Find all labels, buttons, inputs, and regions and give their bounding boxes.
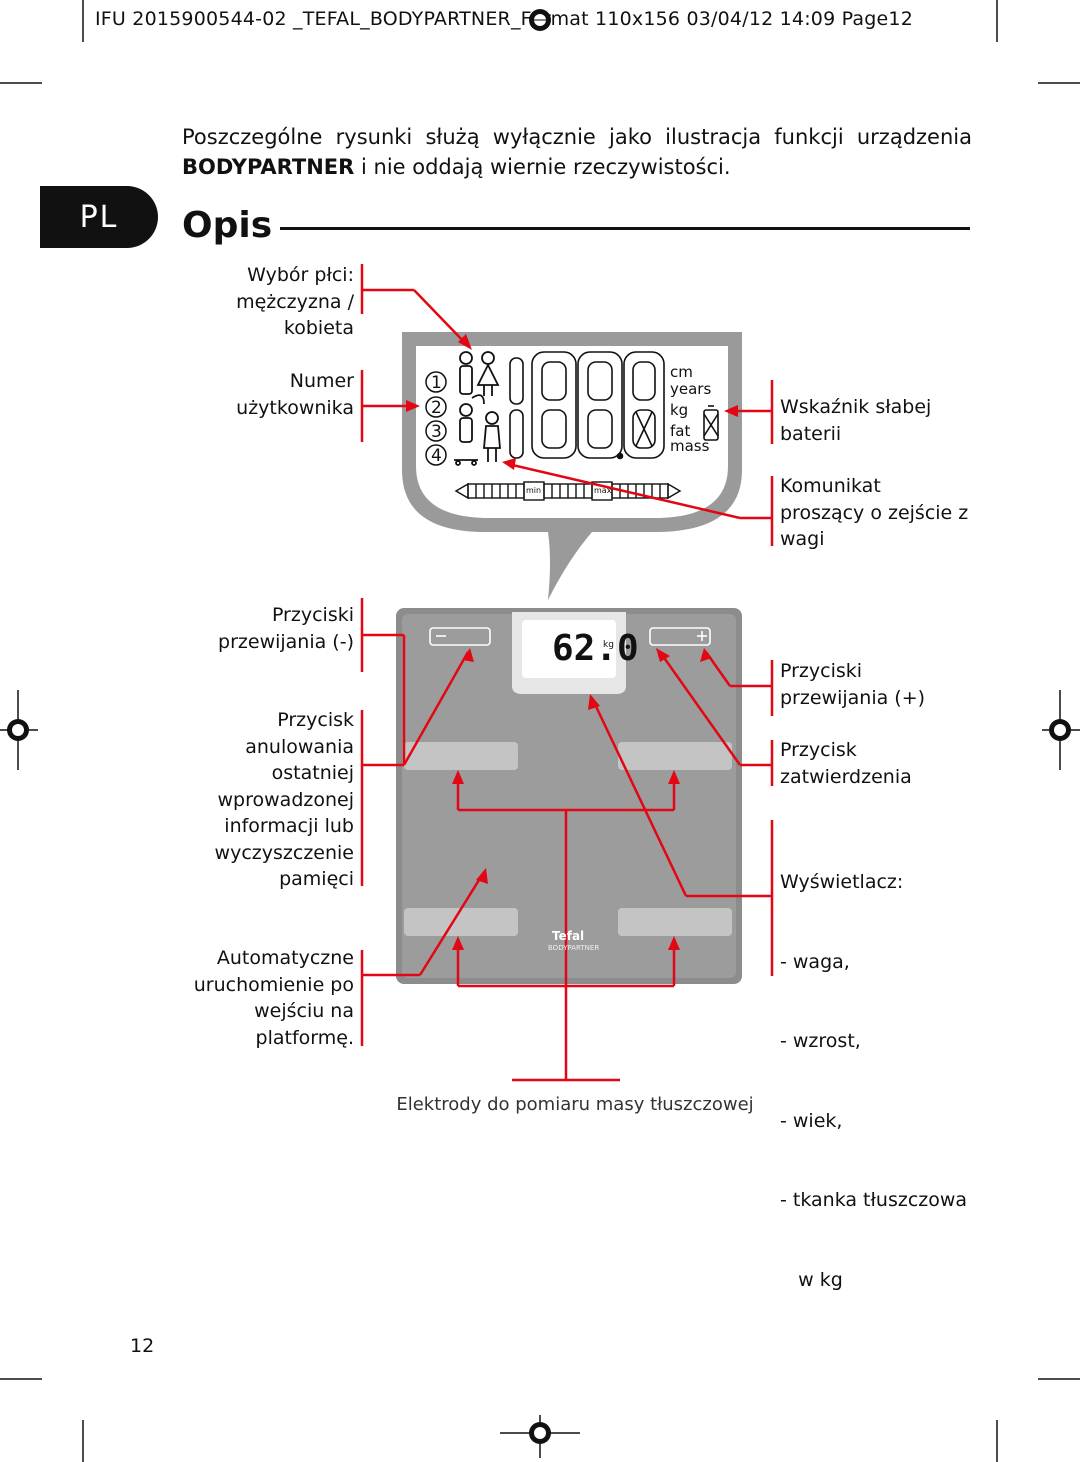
label-line: wyczyszczenie — [214, 841, 354, 864]
label-line: przewijania (+) — [780, 686, 926, 709]
label-line: Wyświetlacz: — [780, 871, 904, 893]
svg-text:1: 1 — [431, 373, 442, 393]
label-line: - tkanka tłuszczowa — [780, 1189, 968, 1211]
battery-icon — [703, 405, 719, 441]
electrode-top-left — [404, 742, 518, 770]
label-line: Przyciski — [780, 660, 863, 682]
registration-mark-left — [7, 719, 29, 741]
label-gender: Wybór płci: mężczyzna / kobieta — [236, 262, 354, 342]
label-step-off: Komunikat proszący o zejście z wagi — [780, 473, 968, 553]
segment-digits — [509, 351, 665, 460]
label-line: ostatniej — [271, 762, 354, 784]
label-line: Przycisk — [277, 709, 354, 731]
label-line: Komunikat — [780, 475, 881, 497]
bar-min-label: min — [526, 486, 542, 495]
svg-text:4: 4 — [431, 446, 442, 466]
label-user-number: Numer użytkownika — [236, 368, 354, 421]
label-line: mężczyzna / — [236, 290, 354, 313]
label-cancel: Przycisk anulowania ostatniej wprowadzon… — [215, 707, 354, 893]
svg-text:2: 2 — [431, 398, 442, 418]
language-badge: PL — [40, 186, 158, 248]
label-scroll-minus: Przyciski przewijania (-) — [218, 602, 354, 655]
label-line: Numer — [289, 370, 354, 392]
registration-mark-right — [1049, 719, 1071, 741]
electrode-bottom-left — [404, 908, 518, 936]
unit-cm: cm — [670, 363, 693, 381]
label-line: pamięci — [279, 868, 354, 890]
label-line: - wiek, — [780, 1109, 843, 1132]
unit-years: years — [670, 380, 712, 398]
scroll-plus-button — [649, 627, 711, 646]
section-title: Opis — [182, 205, 273, 246]
annotation-lines — [360, 264, 774, 1082]
label-display-list: Wyświetlacz: - waga, - wzrost, - wiek, -… — [780, 816, 967, 1320]
brand-product: BODYPARTNER — [548, 944, 600, 952]
bar-max-label: max — [594, 486, 612, 495]
label-line: wejściu na — [254, 1000, 354, 1022]
label-line: przewijania (-) — [218, 630, 354, 653]
label-line: - wzrost, — [780, 1030, 861, 1052]
label-auto-on: Automatyczne uruchomienie po wejściu na … — [194, 945, 354, 1051]
unit-kg: kg — [670, 401, 689, 419]
print-header: IFU 2015900544-02 _TEFAL_BODYPARTNER_For… — [95, 8, 913, 30]
label-line: użytkownika — [236, 396, 354, 419]
label-line: Przycisk — [780, 739, 857, 761]
label-confirm: Przycisk zatwierdzenia — [780, 737, 912, 790]
intro-text-1: Poszczególne rysunki służą wyłącznie jak… — [182, 125, 972, 149]
registration-mark-bottom — [529, 1422, 551, 1444]
label-line: Przyciski — [271, 604, 354, 626]
brand-logo: Tefal — [552, 929, 585, 943]
label-line: kobieta — [283, 317, 354, 339]
label-line: anulowania — [245, 735, 354, 758]
intro-paragraph: Poszczególne rysunki służą wyłącznie jak… — [182, 122, 972, 182]
label-line: baterii — [780, 422, 842, 445]
label-line: platformę. — [255, 1026, 354, 1049]
label-line: wagi — [780, 528, 825, 550]
label-line: w kg — [780, 1268, 843, 1291]
user-number-icons: 1 2 3 4 — [425, 371, 447, 466]
label-line: informacji lub — [224, 815, 354, 837]
label-low-battery: Wskaźnik słabej baterii — [780, 394, 931, 447]
bar-graph — [454, 481, 682, 501]
scale-unit: kg — [603, 640, 614, 650]
label-line: uruchomienie po — [193, 973, 354, 996]
unit-fat: fat — [670, 422, 691, 440]
scroll-minus-button — [429, 627, 491, 646]
svg-text:3: 3 — [431, 422, 442, 442]
label-line: Wskaźnik słabej — [780, 396, 932, 418]
label-scroll-plus: Przyciski przewijania (+) — [780, 658, 925, 711]
intro-text-2: i nie oddają wiernie rzeczywistości. — [354, 155, 731, 179]
registration-mark-top — [529, 9, 551, 31]
scale-glass — [402, 614, 736, 978]
gender-icons — [454, 351, 501, 466]
scale-display-screen — [522, 620, 616, 678]
label-line: proszący o zejście z — [780, 501, 969, 524]
label-line: Automatyczne — [216, 947, 354, 969]
electrodes-caption: Elektrody do pomiaru masy tłuszczowej — [396, 1094, 754, 1115]
electrode-bottom-right — [618, 908, 732, 936]
scale-reading: 62.0 — [552, 628, 639, 669]
unit-mass: mass — [670, 437, 710, 455]
page-number: 12 — [130, 1335, 155, 1357]
display-unit-list: cm years kg fat mass — [670, 362, 711, 457]
label-line: zatwierdzenia — [780, 765, 912, 788]
annotation-arrowheads — [406, 334, 738, 950]
label-line: - waga, — [780, 950, 850, 973]
intro-brand: BODYPARTNER — [182, 155, 355, 179]
title-rule — [280, 227, 970, 230]
label-line: wprowadzonej — [217, 788, 354, 811]
label-line: Wybór płci: — [247, 264, 354, 286]
electrode-top-right — [618, 742, 732, 770]
display-panel — [416, 346, 728, 518]
